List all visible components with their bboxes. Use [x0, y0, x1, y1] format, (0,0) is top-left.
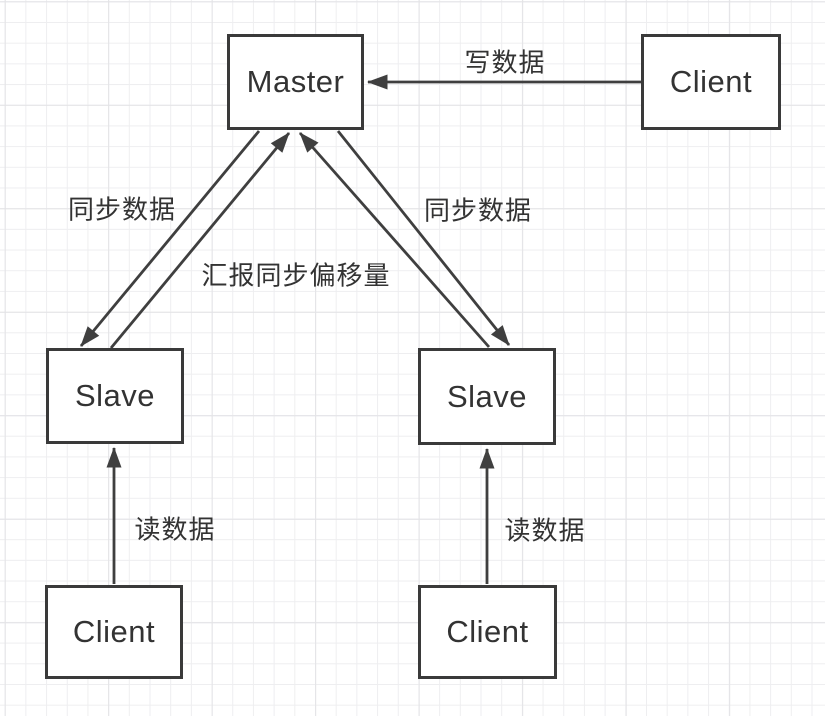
node-client-top-right-label: Client	[669, 64, 753, 99]
edge-label-sync-data-right: 同步数据	[423, 195, 533, 226]
node-slave-right-label: Slave	[446, 378, 528, 414]
node-master-label: Master	[246, 64, 345, 99]
edge-label-write-data: 写数据	[464, 47, 546, 78]
edge-sync-data-right-line	[336, 130, 511, 346]
edge-label-read-data-right: 读数据	[504, 515, 586, 546]
edge-label-sync-data-left: 同步数据	[67, 194, 177, 225]
node-slave-left: Slave	[46, 348, 184, 444]
node-client-bottom-left: Client	[45, 585, 183, 679]
node-client-bottom-left-label: Client	[72, 614, 156, 649]
node-client-bottom-right: Client	[418, 585, 557, 679]
edge-label-report-sync-offset: 汇报同步偏移量	[201, 260, 391, 291]
edge-sync-data-left-line	[79, 130, 261, 347]
edge-label-read-data-left: 读数据	[134, 514, 216, 545]
node-slave-right: Slave	[418, 348, 556, 445]
node-slave-left-label: Slave	[74, 378, 156, 413]
edge-report-sync-offset-right-line	[298, 132, 491, 348]
edge-report-sync-offset-left-line	[109, 132, 291, 349]
node-master: Master	[227, 34, 364, 130]
node-client-top-right: Client	[641, 34, 781, 130]
node-client-bottom-right-label: Client	[446, 614, 529, 649]
